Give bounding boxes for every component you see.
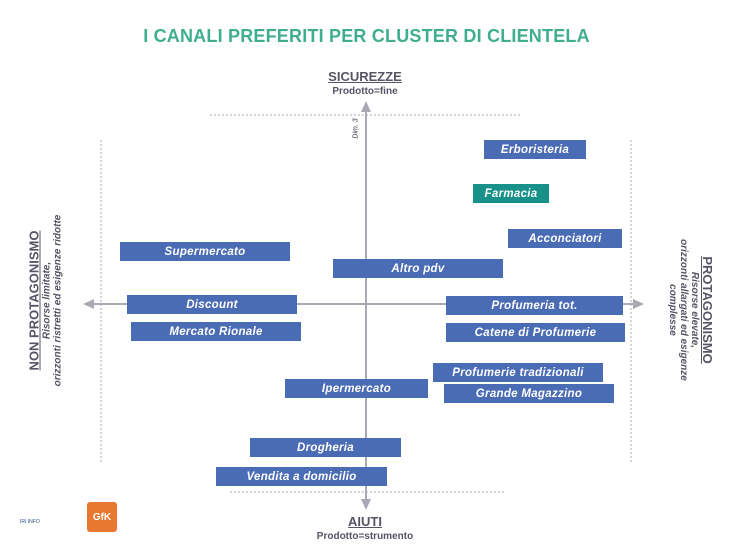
channel-box-acconciatori: Acconciatori: [508, 229, 622, 248]
channel-box-erboristeria: Erboristeria: [484, 140, 586, 159]
axis-left-label-group: NON PROTAGONISMO Risorse limitate, orizz…: [27, 151, 64, 451]
axis-left-sublabel-line: Risorse limitate,: [41, 261, 53, 340]
axis-arrow-right: [633, 299, 644, 309]
axis-bottom-sublabel: Prodotto=strumento: [316, 531, 414, 542]
channel-box-farmacia: Farmacia: [473, 184, 549, 203]
axis-left-sublabel-line: orizzonti ristretti ed esigenze ridotte: [52, 214, 64, 387]
axis-arrow-down: [361, 499, 371, 510]
channel-box-catene-profumerie: Catene di Profumerie: [446, 323, 625, 342]
diagram-title: I CANALI PREFERITI PER CLUSTER DI CLIENT…: [143, 26, 590, 46]
axis-left-label: NON PROTAGONISMO: [26, 230, 42, 371]
dimension-label: Dim. 3: [352, 118, 360, 139]
channel-box-discount: Discount: [127, 295, 297, 314]
channel-box-supermercato: Supermercato: [120, 242, 290, 261]
axis-arrow-up: [361, 101, 371, 112]
axis-arrow-left: [83, 299, 94, 309]
channel-box-vendita-domicilio: Vendita a domicilio: [216, 467, 387, 486]
gfk-logo: GfK: [87, 502, 117, 532]
channel-box-grande-magazzino: Grande Magazzino: [444, 384, 614, 403]
axis-right-sublabel-line: orizzonti allargati ed esigenze: [678, 239, 689, 381]
channel-box-profumerie-tradizionali: Profumerie tradizionali: [433, 363, 603, 382]
channel-box-ipermercato: Ipermercato: [285, 379, 428, 398]
channel-box-mercato-rionale: Mercato Rionale: [131, 322, 301, 341]
axis-right-label-group: PROTAGONISMO Risorse elevate, orizzonti …: [667, 160, 715, 460]
channel-box-drogheria: Drogheria: [250, 438, 401, 457]
channel-box-altro-pdv: Altro pdv: [333, 259, 503, 278]
sponsor-logo-left: IRI INFO: [20, 519, 40, 525]
axis-top-label: SICUREZZE: [328, 69, 402, 84]
axis-top-sublabel: Prodotto=fine: [332, 86, 398, 97]
axis-right-sublabel-line: Risorse elevate,: [689, 271, 700, 349]
channel-box-profumeria-tot: Profumeria tot.: [446, 296, 623, 315]
axis-right-label: PROTAGONISMO: [700, 256, 715, 364]
axis-right-sublabel-line: complesse: [667, 284, 678, 336]
axis-bottom-label: AIUTI: [348, 514, 382, 529]
